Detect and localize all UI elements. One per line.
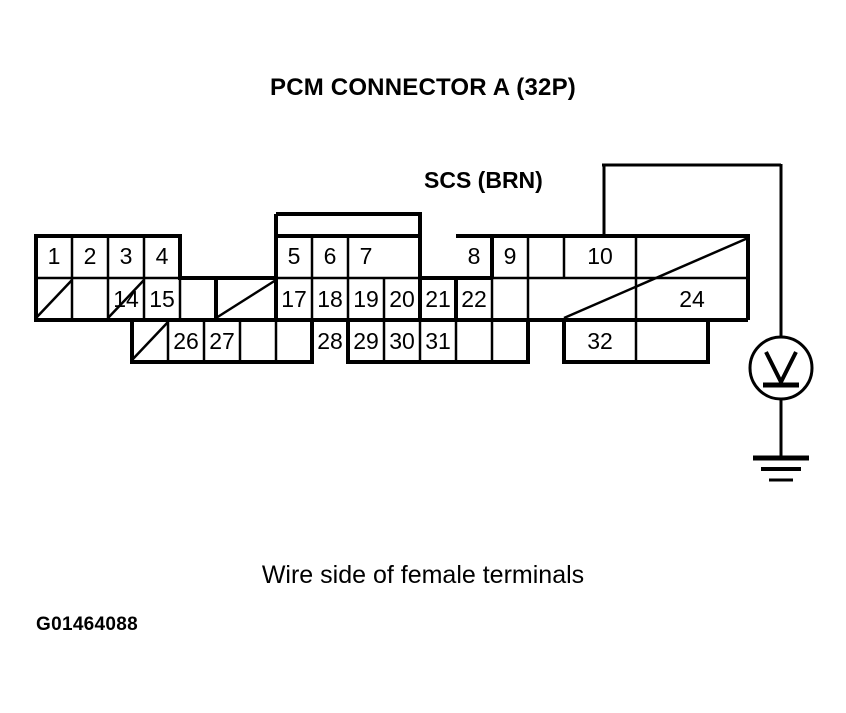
svg-text:21: 21 xyxy=(425,286,451,312)
svg-text:29: 29 xyxy=(353,328,379,354)
svg-text:19: 19 xyxy=(353,286,379,312)
svg-text:2: 2 xyxy=(84,243,97,269)
scs-wire-label: SCS (BRN) xyxy=(424,167,543,193)
row1-block-edges xyxy=(178,236,494,278)
row2-block-edges xyxy=(274,278,422,320)
svg-text:18: 18 xyxy=(317,286,343,312)
blank-cell-diagonals xyxy=(35,236,749,361)
svg-text:10: 10 xyxy=(587,243,613,269)
ground-symbol xyxy=(753,399,809,482)
svg-text:7: 7 xyxy=(360,243,373,269)
row3-separators xyxy=(166,320,638,362)
svg-text:15: 15 xyxy=(149,286,175,312)
scs-wire-path xyxy=(602,163,783,337)
svg-text:3: 3 xyxy=(120,243,133,269)
svg-text:27: 27 xyxy=(209,328,235,354)
svg-text:22: 22 xyxy=(461,286,487,312)
svg-text:14: 14 xyxy=(113,286,139,312)
svg-text:9: 9 xyxy=(504,243,517,269)
svg-text:26: 26 xyxy=(173,328,199,354)
svg-text:31: 31 xyxy=(425,328,451,354)
svg-text:4: 4 xyxy=(156,243,169,269)
svg-text:8: 8 xyxy=(468,243,481,269)
svg-text:17: 17 xyxy=(281,286,307,312)
pin-numbers: 1 2 3 4 5 6 7 8 9 10 14 15 17 18 19 20 2… xyxy=(48,243,705,354)
svg-text:30: 30 xyxy=(389,328,415,354)
svg-text:24: 24 xyxy=(679,286,705,312)
row2-separators xyxy=(70,278,638,320)
svg-text:5: 5 xyxy=(288,243,301,269)
svg-text:1: 1 xyxy=(48,243,61,269)
svg-text:6: 6 xyxy=(324,243,337,269)
diagram-caption: Wire side of female terminals xyxy=(261,561,585,589)
svg-text:28: 28 xyxy=(317,328,343,354)
row1-separators xyxy=(70,236,638,278)
svg-text:20: 20 xyxy=(389,286,415,312)
diagram-id-code: G01464088 xyxy=(36,614,139,635)
voltmeter-symbol xyxy=(748,335,814,401)
page-title: PCM CONNECTOR A (32P) xyxy=(269,74,576,101)
svg-text:32: 32 xyxy=(587,328,613,354)
